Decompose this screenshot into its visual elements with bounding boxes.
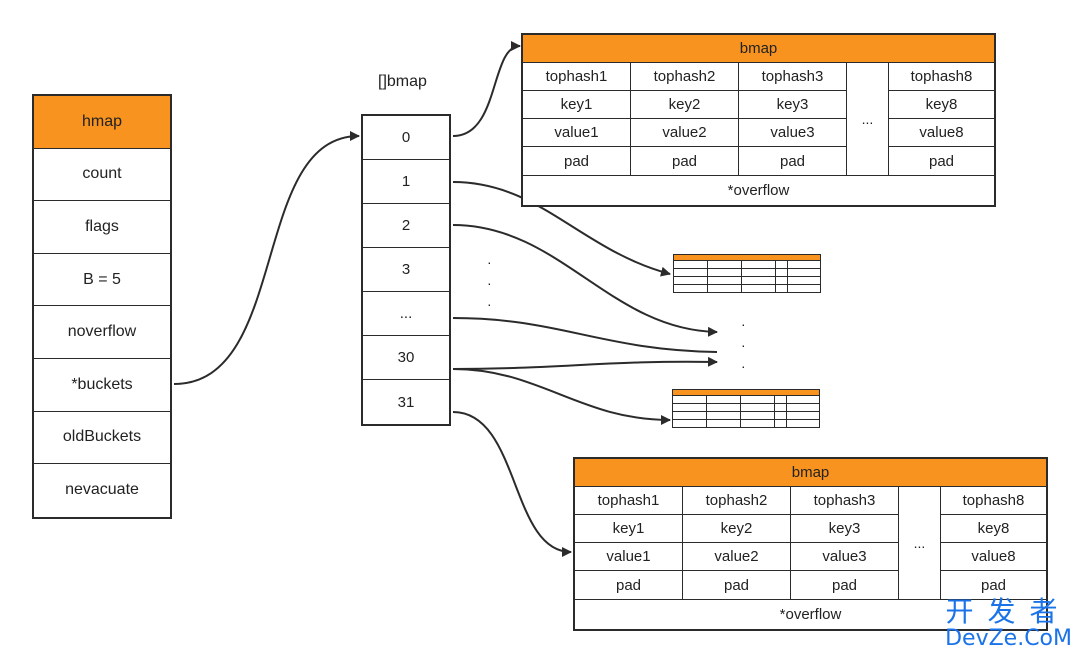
bmap-cell: tophash2	[631, 63, 739, 91]
hmap-field-b: B = 5	[34, 254, 170, 307]
mini-bucket	[673, 254, 821, 293]
hmap-field-nevacuate: nevacuate	[65, 481, 139, 499]
bmap-overflow: *overflow	[779, 606, 842, 623]
ellipsis-dot: ·	[487, 275, 492, 291]
bmap-ellipsis: ...	[899, 487, 941, 599]
hmap-field-flags: flags	[34, 201, 170, 254]
bmap-top: bmap tophash1 tophash2 tophash3 ... toph…	[521, 33, 996, 207]
bmap-cell: value3	[739, 119, 847, 147]
bmap-cell: key8	[889, 91, 994, 119]
watermark-en: DevZe.CoM	[945, 626, 1072, 651]
ellipsis-dot: ·	[741, 337, 746, 353]
bucket-array: 0 1 2 3 ... 30 31	[361, 114, 451, 426]
watermark: 开发者 DevZe.CoM	[945, 597, 1072, 651]
bucket-array-title: []bmap	[378, 73, 427, 90]
hmap-field-oldbuckets: oldBuckets	[34, 412, 170, 465]
bucket-index: 0	[363, 116, 449, 160]
bmap-cell: value1	[523, 119, 631, 147]
arrow-0-to-bmap	[452, 41, 521, 137]
arrow-31-to-bmap	[452, 411, 572, 557]
bmap-cell: value1	[575, 543, 683, 571]
arrow-30-to-mini	[452, 368, 671, 425]
bucket-index: 31	[397, 393, 415, 411]
mini-bucket	[672, 389, 820, 428]
arrow-buckets-to-array	[173, 131, 360, 385]
bmap-cell: tophash8	[941, 487, 1046, 515]
ellipsis-dot: ·	[741, 358, 746, 374]
bmap-cell: value2	[631, 119, 739, 147]
hmap-struct: hmap count flags B = 5 noverflow *bucket…	[32, 94, 172, 519]
bmap-cell: key2	[683, 515, 791, 543]
bucket-index: 30	[363, 336, 449, 380]
bmap-cell: tophash8	[889, 63, 994, 91]
bmap-cell: key2	[631, 91, 739, 119]
bucket-index: 3	[363, 248, 449, 292]
bmap-cell: pad	[739, 147, 847, 175]
ellipsis-dot: ·	[741, 316, 746, 332]
bmap-cell: pad	[928, 152, 955, 170]
bmap-cell: pad	[683, 571, 791, 599]
bmap-cell: tophash2	[683, 487, 791, 515]
arrow-30-to-dots	[452, 356, 718, 370]
bmap-cell: tophash3	[791, 487, 899, 515]
arrow-2-to-dots	[452, 224, 718, 337]
arrow-ellipsis-to-dots	[452, 317, 718, 353]
bmap-cell: key1	[575, 515, 683, 543]
bmap-cell: value8	[889, 119, 994, 147]
bmap-cell: pad	[791, 571, 899, 599]
bucket-index: 2	[363, 204, 449, 248]
bmap-cell: pad	[980, 576, 1007, 594]
hmap-field-noverflow: noverflow	[34, 306, 170, 359]
bucket-index: ...	[363, 292, 449, 336]
bmap-top-title: bmap	[523, 35, 994, 63]
bmap-cell: value8	[941, 543, 1046, 571]
bmap-cell: pad	[575, 571, 683, 599]
bmap-cell: pad	[523, 147, 631, 175]
bmap-bottom: bmap tophash1 tophash2 tophash3 ... toph…	[573, 457, 1048, 631]
watermark-cn: 开发者	[945, 595, 1072, 628]
bmap-cell: pad	[631, 147, 739, 175]
arrow-1-to-mini	[452, 181, 671, 277]
bmap-cell: key8	[941, 515, 1046, 543]
bmap-cell: key3	[791, 515, 899, 543]
hmap-field-count: count	[34, 149, 170, 202]
hmap-title: hmap	[34, 96, 170, 149]
bmap-cell: key1	[523, 91, 631, 119]
bmap-cell: value3	[791, 543, 899, 571]
bmap-cell: value2	[683, 543, 791, 571]
bucket-index: 1	[363, 160, 449, 204]
ellipsis-dot: ·	[487, 296, 492, 312]
bmap-cell: tophash1	[575, 487, 683, 515]
bmap-cell: key3	[739, 91, 847, 119]
bmap-cell: tophash1	[523, 63, 631, 91]
bmap-bottom-title: bmap	[575, 459, 1046, 487]
bmap-cell: tophash3	[739, 63, 847, 91]
ellipsis-dot: ·	[487, 254, 492, 270]
bmap-ellipsis: ...	[847, 63, 889, 175]
bmap-overflow: *overflow	[727, 182, 790, 199]
hmap-field-buckets: *buckets	[34, 359, 170, 412]
